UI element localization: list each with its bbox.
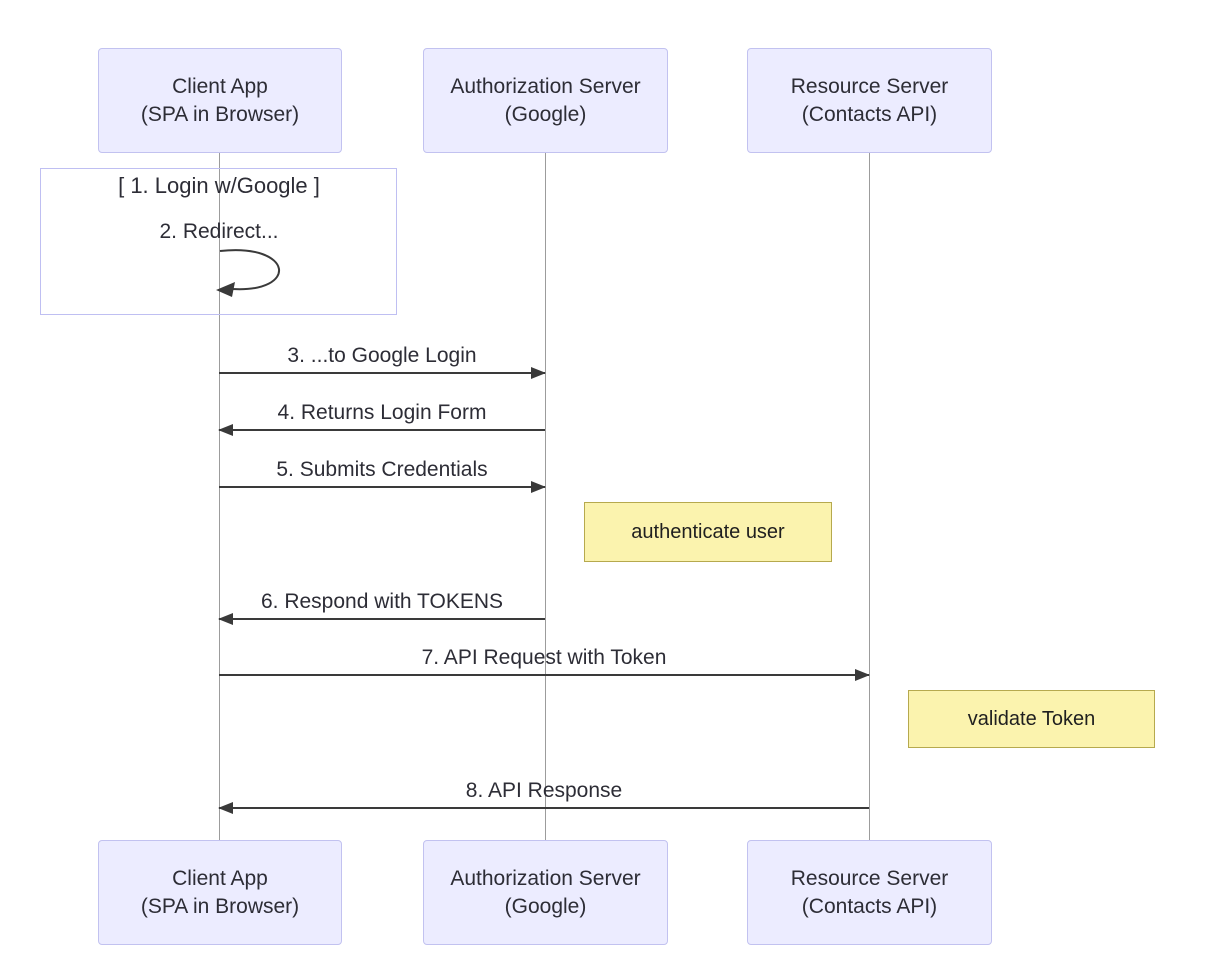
lifeline-resource-server (869, 153, 870, 841)
actor-client-bottom: Client App (SPA in Browser) (98, 840, 342, 945)
arrowhead-left-icon (218, 613, 233, 625)
actor-client-label: Client App (SPA in Browser) (141, 73, 299, 128)
message-8-arrow (218, 802, 869, 814)
actor-client-bottom-label: Client App (SPA in Browser) (141, 865, 299, 920)
message-4-label: 4. Returns Login Form (277, 401, 487, 424)
actor-auth-line2: (Google) (504, 102, 587, 126)
actor-auth-server-top: Authorization Server (Google) (423, 48, 668, 153)
actor-auth-line1: Authorization Server (450, 75, 641, 99)
lifeline-auth-server (545, 153, 546, 841)
actor-client-bottom-line1: Client App (172, 867, 268, 891)
actor-resource-bottom-line1: Resource Server (790, 867, 949, 891)
message-3-label: 3. ...to Google Login (287, 344, 477, 367)
message-8-label: 8. API Response (465, 779, 623, 802)
actor-client-line2: (SPA in Browser) (140, 102, 300, 126)
lifeline-client (219, 153, 220, 841)
actor-auth-bottom-label: Authorization Server (Google) (450, 865, 640, 920)
actor-resource-server-bottom: Resource Server (Contacts API) (747, 840, 992, 945)
actor-resource-server-top: Resource Server (Contacts API) (747, 48, 992, 153)
actor-resource-bottom-line2: (Contacts API) (801, 894, 938, 918)
message-6-arrow (218, 613, 545, 625)
message-7-label: 7. API Request with Token (421, 646, 667, 669)
arrowhead-right-icon (855, 669, 870, 681)
login-frame-label: [ 1. Login w/Google ] (118, 173, 320, 198)
message-redirect-label: 2. Redirect... (159, 220, 279, 243)
arrowhead-right-icon (531, 481, 546, 493)
note-authenticate-user: authenticate user (584, 502, 832, 562)
actor-auth-label: Authorization Server (Google) (450, 73, 640, 128)
message-7-arrow (219, 669, 870, 681)
note-authenticate-user-label: authenticate user (631, 520, 785, 543)
actor-resource-line1: Resource Server (790, 75, 949, 99)
message-5-arrow (219, 481, 546, 493)
actor-client-line1: Client App (172, 75, 268, 99)
actor-resource-label: Resource Server (Contacts API) (791, 73, 949, 128)
message-4-arrow (218, 424, 545, 436)
actor-auth-bottom-line1: Authorization Server (450, 867, 641, 891)
message-6-label: 6. Respond with TOKENS (260, 590, 504, 613)
note-validate-token-label: validate Token (967, 707, 1096, 730)
login-frame (40, 168, 397, 315)
actor-client-top: Client App (SPA in Browser) (98, 48, 342, 153)
actor-resource-bottom-label: Resource Server (Contacts API) (791, 865, 949, 920)
arrowhead-right-icon (531, 367, 546, 379)
message-3-arrow (219, 367, 546, 379)
message-5-label: 5. Submits Credentials (276, 458, 488, 481)
arrowhead-left-icon (218, 802, 233, 814)
actor-auth-server-bottom: Authorization Server (Google) (423, 840, 668, 945)
actor-auth-bottom-line2: (Google) (504, 894, 587, 918)
arrowhead-left-icon (218, 424, 233, 436)
actor-client-bottom-line2: (SPA in Browser) (140, 894, 300, 918)
actor-resource-line2: (Contacts API) (801, 102, 938, 126)
note-validate-token: validate Token (908, 690, 1155, 748)
